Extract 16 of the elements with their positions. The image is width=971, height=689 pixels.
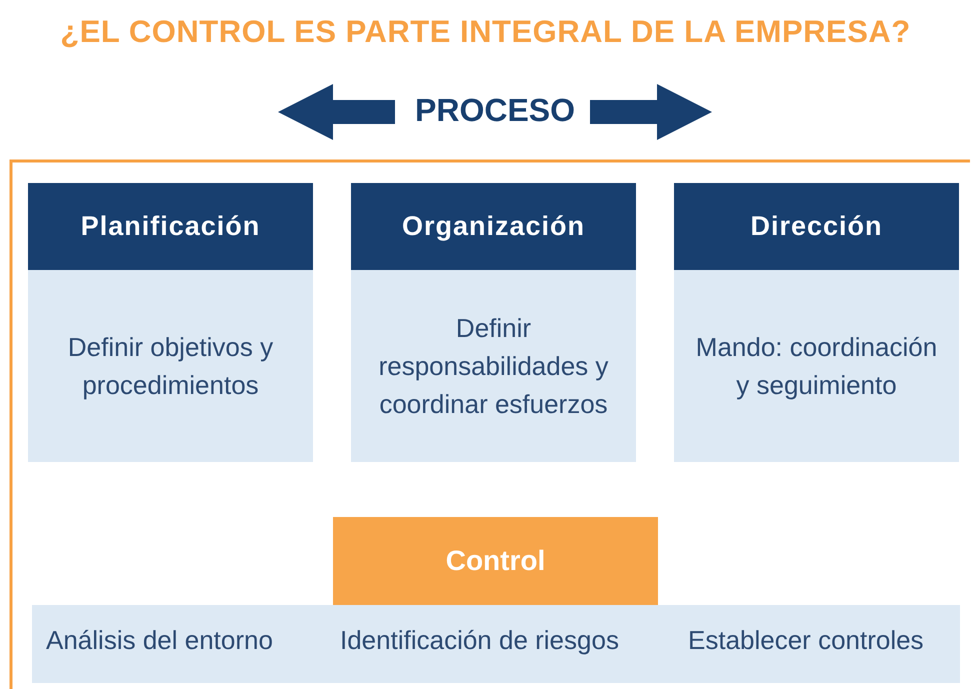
process-card bbox=[674, 183, 959, 462]
band-text: Análisis del entorno bbox=[46, 625, 273, 656]
card-text: Definir objetivos y procedimientos bbox=[66, 331, 274, 402]
process-card bbox=[351, 183, 636, 462]
process-label: PROCESO bbox=[414, 92, 576, 129]
band-text: Establecer controles bbox=[688, 625, 924, 656]
process-card bbox=[28, 183, 313, 462]
control-box: Control bbox=[333, 517, 658, 605]
card-text: Definir responsabilidades y coordinar esfuerzos bbox=[378, 312, 610, 421]
band-text: Identificación de riesgos bbox=[340, 625, 619, 656]
card-text: Mando: coordinación y seguimiento bbox=[694, 331, 938, 402]
card-heading: Planificación bbox=[28, 183, 313, 270]
card-heading: Organización bbox=[351, 183, 636, 270]
card-heading: Dirección bbox=[674, 183, 959, 270]
title: ¿EL CONTROL ES PARTE INTEGRAL DE LA EMPRESA? bbox=[59, 14, 912, 50]
activity-band bbox=[32, 605, 960, 683]
